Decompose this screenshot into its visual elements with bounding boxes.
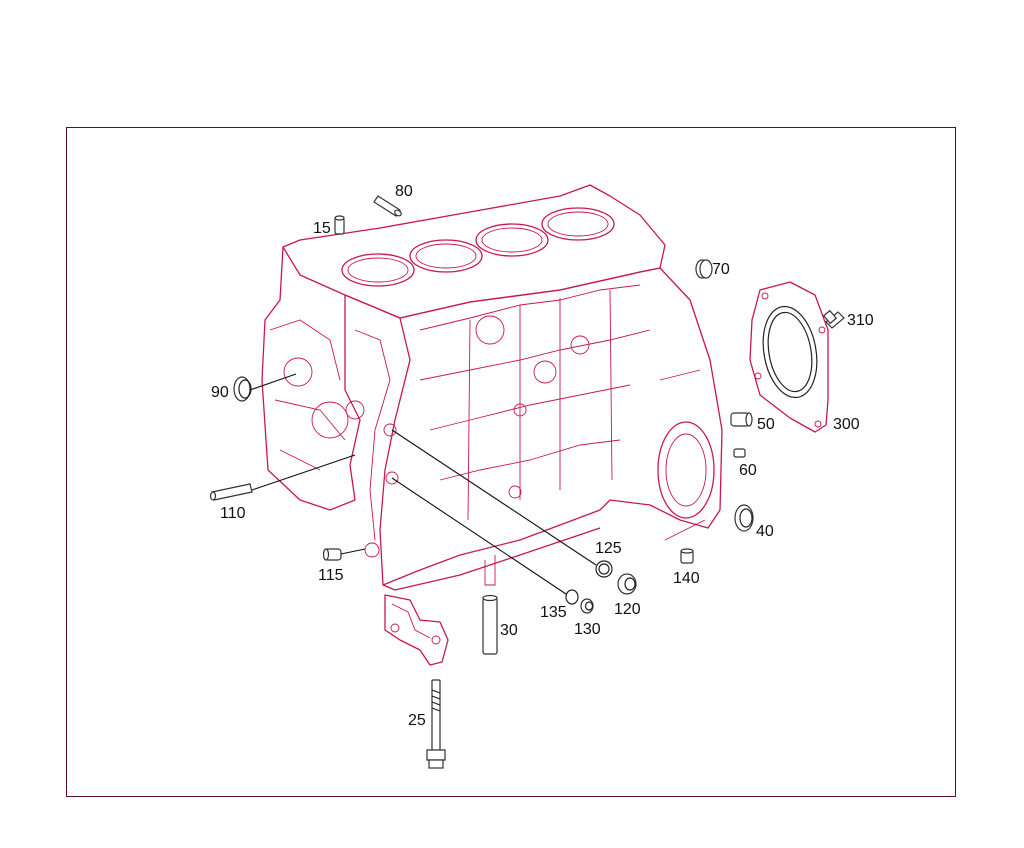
callout-115: 115 xyxy=(318,567,344,584)
part-70-plug xyxy=(695,259,713,279)
main-bearing-cap xyxy=(384,594,449,666)
part-40-seal xyxy=(734,504,754,532)
callout-15: 15 xyxy=(313,220,331,237)
part-140-dowel xyxy=(680,548,694,564)
callout-300: 300 xyxy=(833,416,860,433)
part-25-bolt xyxy=(426,679,446,769)
callout-135: 135 xyxy=(540,604,567,621)
callout-40: 40 xyxy=(756,523,774,540)
part-310-bolt xyxy=(822,309,845,329)
callout-70: 70 xyxy=(712,261,730,278)
part-80-pin xyxy=(373,195,402,217)
part-110-pin xyxy=(209,483,253,501)
part-135-ring xyxy=(565,589,579,605)
callout-30: 30 xyxy=(500,622,518,639)
cylinder-block xyxy=(261,184,723,591)
callout-120: 120 xyxy=(614,601,641,618)
part-60-sleeve xyxy=(733,448,746,458)
callout-110: 110 xyxy=(220,505,246,522)
callout-50: 50 xyxy=(757,416,775,433)
callout-130: 130 xyxy=(574,621,601,638)
diagram-frame xyxy=(66,127,956,797)
callout-140: 140 xyxy=(673,570,700,587)
callout-80: 80 xyxy=(395,183,413,200)
part-90-seal-ring xyxy=(233,376,252,402)
part-125-sealing-ring xyxy=(595,560,613,578)
callout-25: 25 xyxy=(408,712,426,729)
callout-310: 310 xyxy=(847,312,874,329)
part-115-dowel xyxy=(322,548,342,561)
callout-125: 125 xyxy=(595,540,622,557)
part-50-sleeve xyxy=(730,412,753,427)
part-30-tube xyxy=(482,594,498,655)
part-15-dowel xyxy=(334,215,345,235)
part-130-plug xyxy=(580,598,594,614)
part-120-plug xyxy=(617,573,637,595)
callout-60: 60 xyxy=(739,462,757,479)
part-300-seal-carrier xyxy=(749,281,829,433)
callout-90: 90 xyxy=(211,384,229,401)
leader-lines xyxy=(249,373,597,595)
